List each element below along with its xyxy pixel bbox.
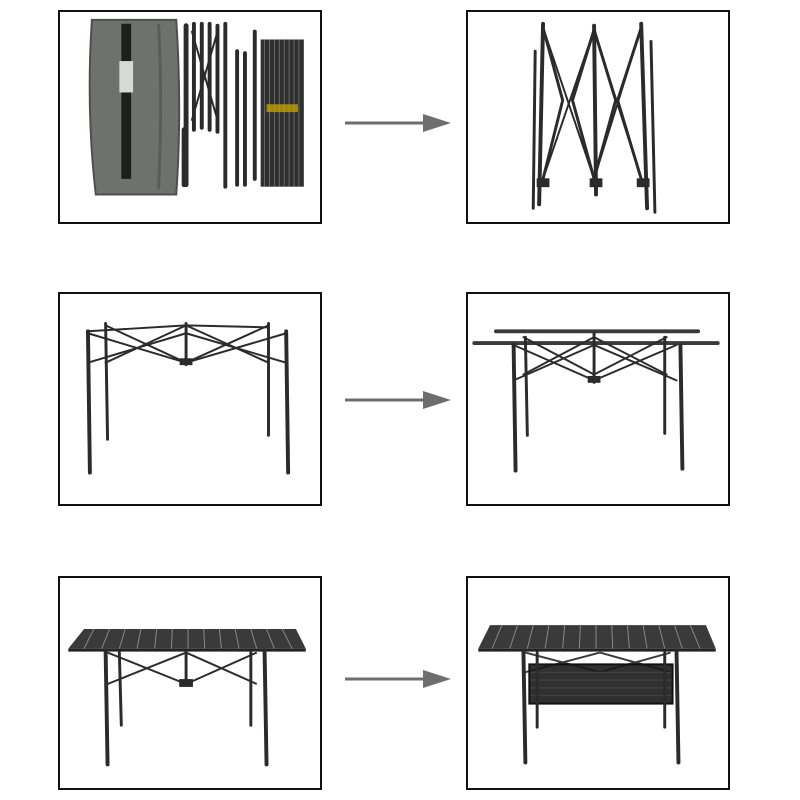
legs-icon [511, 335, 685, 473]
storage-net-icon [528, 663, 674, 705]
roll-up-tabletop-icon [68, 628, 306, 652]
step-5-table-with-top-panel [58, 576, 322, 790]
table-with-storage-net-illustration [478, 624, 716, 765]
scissor-frame-icon [86, 321, 288, 367]
frame-with-rails-illustration [472, 329, 720, 473]
step-4-frame-with-rails-panel [466, 292, 730, 506]
table-with-top-illustration [68, 628, 306, 767]
step-3-frame-with-legs-panel [58, 292, 322, 506]
arrow-right-icon [343, 390, 453, 410]
frame-with-legs-illustration [85, 321, 291, 475]
scissor-frame-icon [512, 331, 678, 384]
top-rails-icon [472, 329, 720, 346]
legs-icon [85, 321, 291, 475]
scissor-frame-icon [531, 21, 657, 214]
roll-up-tabletop-icon [478, 624, 716, 652]
legs-icon [103, 648, 269, 767]
step-2-unfolding-frame-panel [466, 10, 730, 224]
scissor-frame-icon [107, 650, 258, 687]
arrow-right-icon [343, 669, 453, 689]
folded-frame-icon [181, 21, 257, 189]
step-6-table-with-storage-net-panel [466, 576, 730, 790]
rolled-tabletop-icon [260, 39, 304, 187]
carry-bag-icon [88, 18, 181, 196]
unfolding-frame-illustration [531, 21, 657, 214]
arrow-right-icon [343, 113, 453, 133]
folded-kit-illustration [88, 18, 304, 196]
step-1-folded-kit-panel [58, 10, 322, 224]
legs-icon [521, 648, 681, 765]
